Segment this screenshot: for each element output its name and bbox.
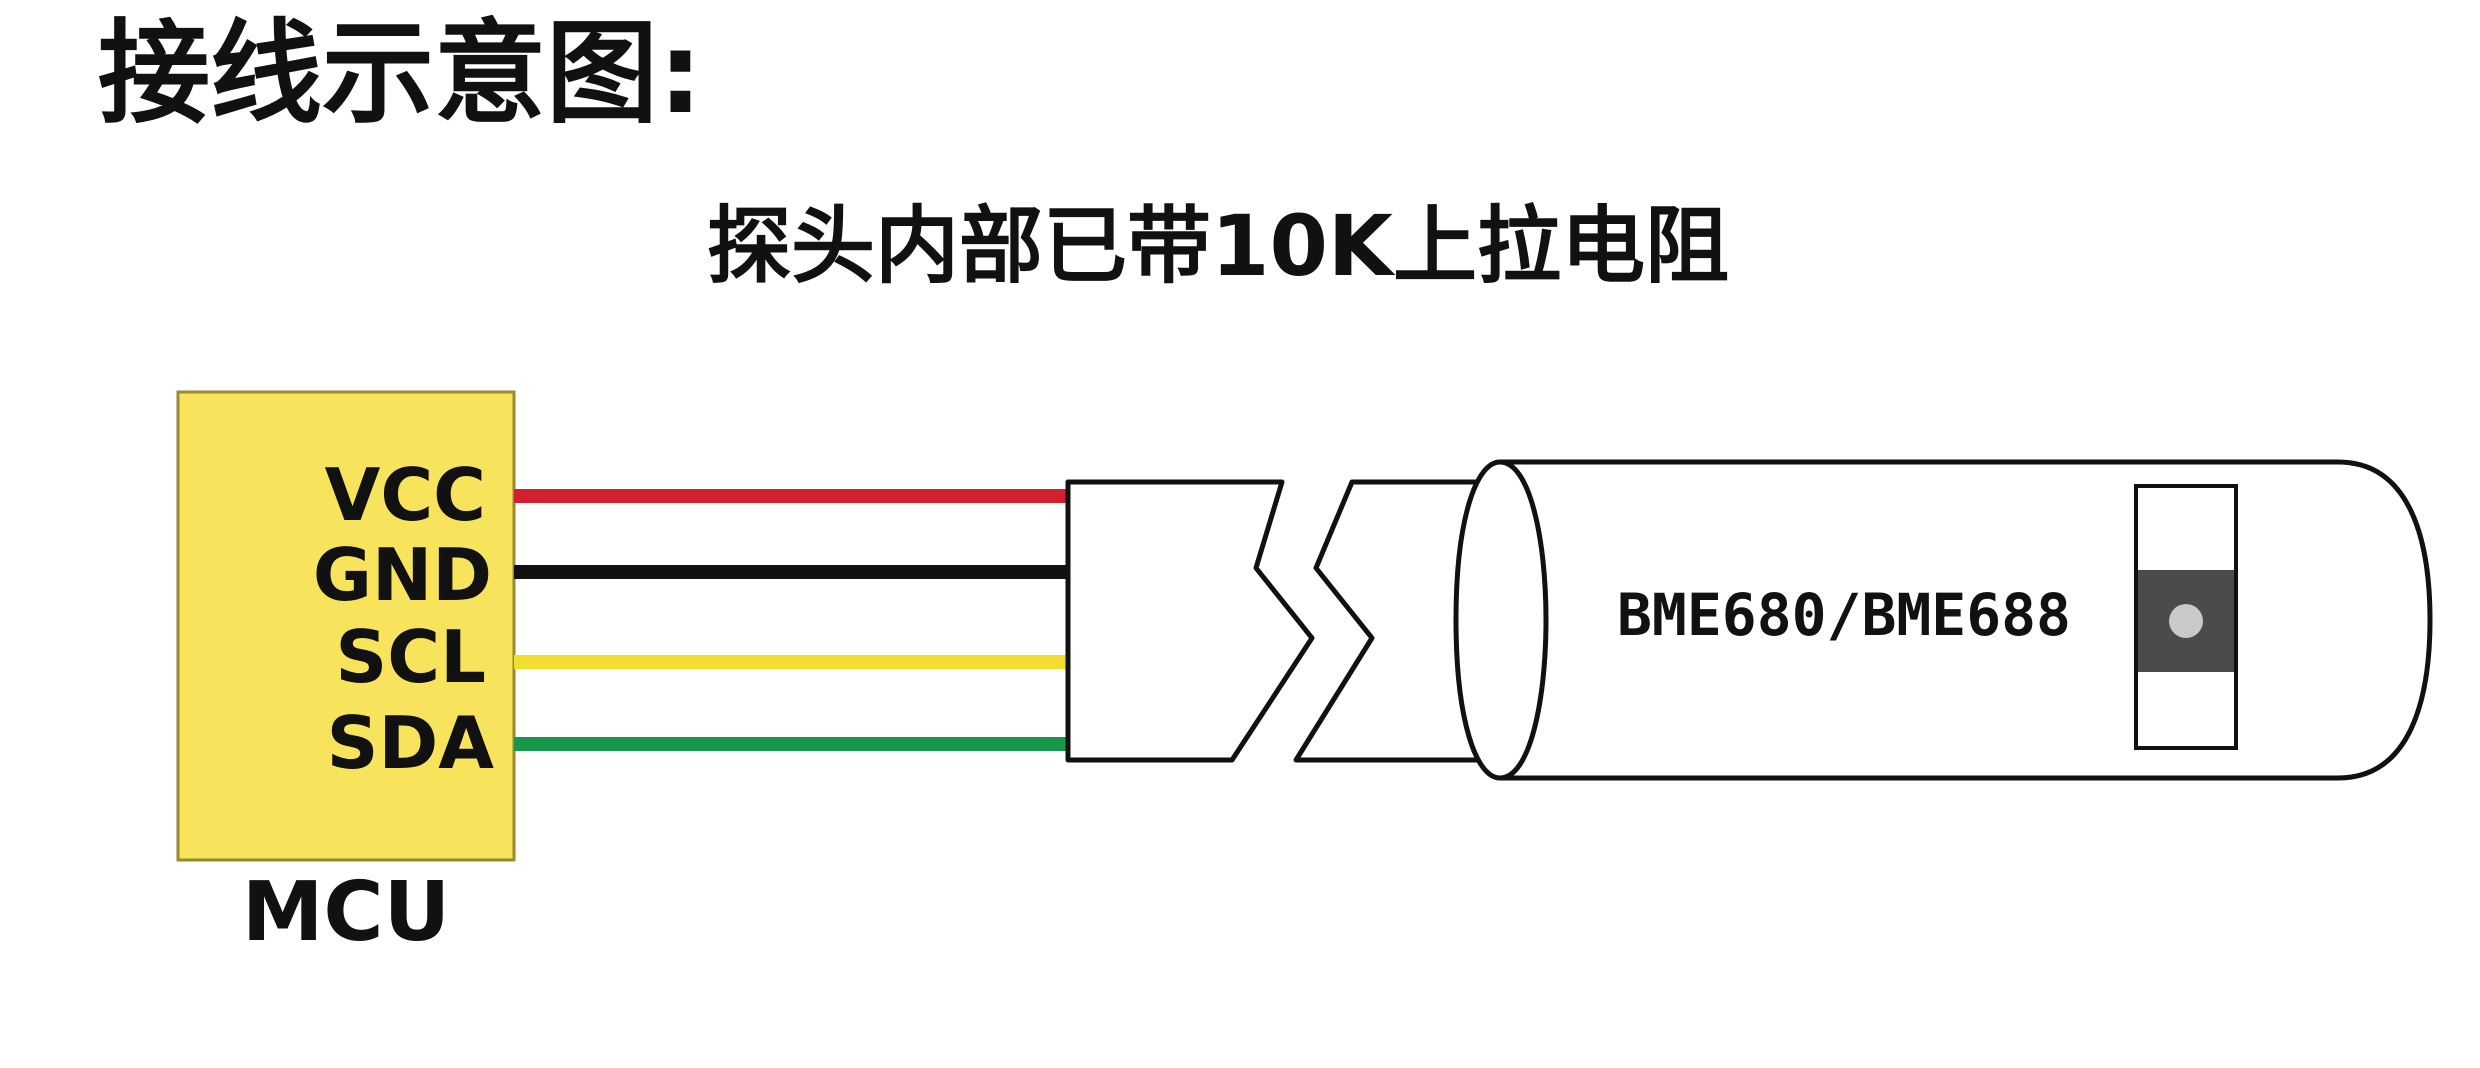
cable-sleeve-left [1065, 479, 1315, 763]
sensor-dot [2169, 604, 2203, 638]
mcu-block: VCC GND SCL SDA MCU [176, 390, 516, 960]
mcu-box [176, 390, 516, 862]
mcu-label: MCU [242, 865, 450, 960]
mcu-pin-scl-label: SCL [335, 615, 486, 699]
diagram-title: 接线示意图: [98, 9, 703, 139]
sensor-model-label: BME680/BME688 [1617, 581, 2071, 649]
mcu-pin-sda-label: SDA [327, 701, 495, 785]
sensor-probe: BME680/BME688 [1453, 459, 2433, 781]
mcu-pin-gnd-label: GND [313, 533, 492, 617]
mcu-pin-vcc-label: VCC [325, 453, 486, 537]
diagram-subtitle: 探头内部已带10K上拉电阻 [707, 197, 1729, 295]
probe-collar-edge [1499, 459, 1549, 781]
wire-bundle [514, 489, 1068, 751]
